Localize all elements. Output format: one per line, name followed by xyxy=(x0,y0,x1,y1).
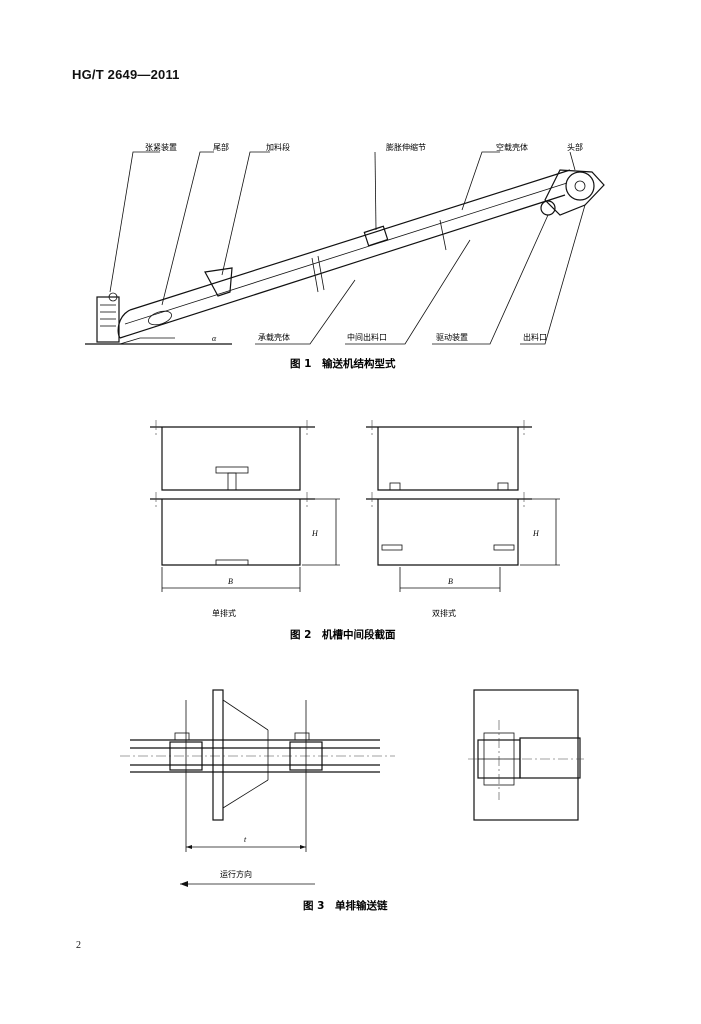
label-expansion-joint: 膨胀伸缩节 xyxy=(386,142,426,152)
standard-code: HG/T 2649—2011 xyxy=(72,67,180,82)
label-empty-casing: 空载壳体 xyxy=(496,142,528,152)
label-angle-alpha: α xyxy=(212,334,217,343)
casing-top-line xyxy=(129,169,571,311)
dim-b-left: B xyxy=(228,577,233,586)
label-running-direction: 运行方向 xyxy=(220,869,252,879)
label-outlet: 出料口 xyxy=(523,332,547,342)
dim-b-right: B xyxy=(448,577,453,586)
head-section xyxy=(544,169,605,216)
label-feed-section: 加料段 xyxy=(266,142,290,152)
casing-bottom-line xyxy=(119,194,566,339)
dim-h-left: H xyxy=(311,529,319,538)
expansion-joint xyxy=(363,225,389,247)
figure3-caption: 图 3 单排输送链 xyxy=(303,899,388,912)
figure1-conveyor-layout xyxy=(85,151,605,345)
label-tail: 尾部 xyxy=(213,142,229,152)
figure3-chain-side-view xyxy=(120,689,395,887)
label-drive: 驱动装置 xyxy=(436,332,468,342)
label-head: 头部 xyxy=(567,142,583,152)
label-single-row: 单排式 xyxy=(212,608,236,618)
label-tensioner: 张紧装置 xyxy=(145,142,177,152)
label-middle-outlet: 中间出料口 xyxy=(347,332,387,342)
label-loaded-casing: 承载壳体 xyxy=(258,332,290,342)
dim-h-right: H xyxy=(532,529,540,538)
figure2-trough-sections xyxy=(150,420,560,592)
figure1-caption: 图 1 输送机结构型式 xyxy=(290,357,396,370)
dim-pitch-t: t xyxy=(244,835,247,844)
page-number: 2 xyxy=(76,940,81,951)
label-double-row: 双排式 xyxy=(432,608,456,618)
tension-device xyxy=(96,296,120,343)
figure3-chain-end-view xyxy=(468,689,584,821)
figure2-caption: 图 2 机槽中间段截面 xyxy=(290,628,396,641)
